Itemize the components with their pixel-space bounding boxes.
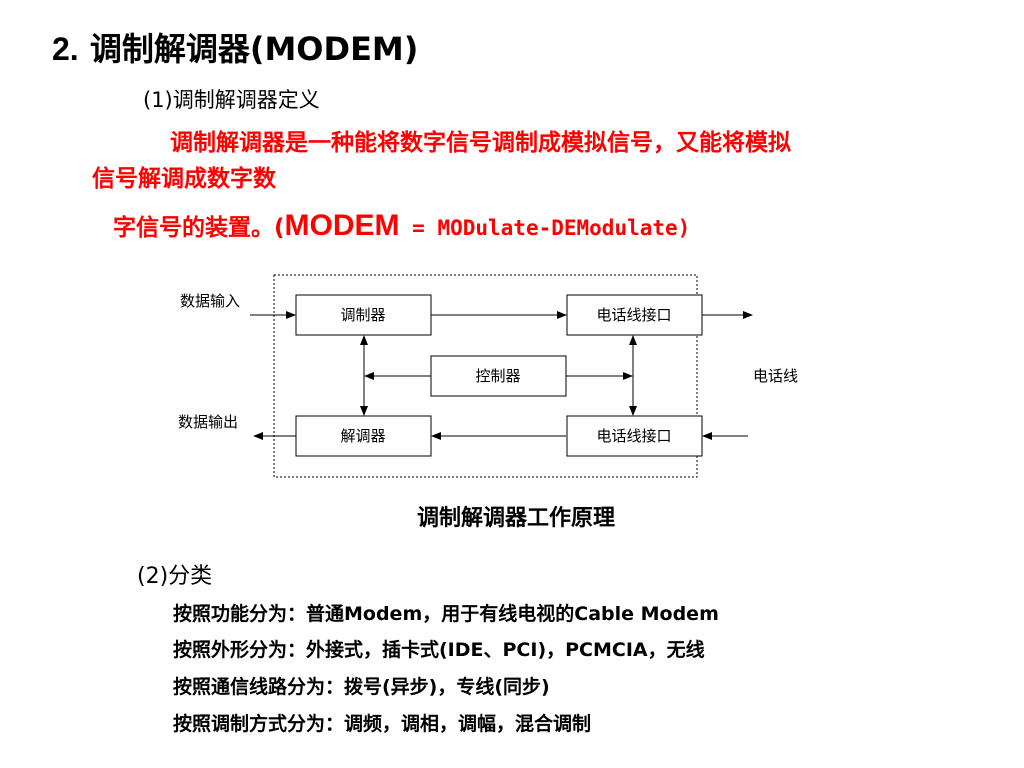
- section-heading-classification: (2)分类: [137, 564, 213, 589]
- phone-line-label: 电话线: [753, 367, 798, 385]
- definition-line-3: 字信号的装置。(MODEM = MODulate-DEModulate): [113, 208, 690, 243]
- section-heading-definition: (1)调制解调器定义: [143, 88, 320, 112]
- classification-item-function: 按照功能分为：普通Modem，用于有线电视的Cable Modem: [173, 603, 719, 625]
- modem-acronym: MODEM: [284, 209, 400, 242]
- modem-diagram: 调制器 电话线接口 控制器 解调器 电话线接口 数据输入 数据输出 电话线: [178, 274, 798, 478]
- classification-item-form: 按照外形分为：外接式，插卡式(IDE、PCI)，PCMCIA，无线: [173, 639, 705, 661]
- classification-item-modulation: 按照调制方式分为：调频，调相，调幅，混合调制: [173, 713, 592, 735]
- definition-line-2: 信号解调成数字数: [92, 166, 276, 192]
- diagram-caption: 调制解调器工作原理: [417, 506, 616, 531]
- modulator-label: 调制器: [340, 306, 385, 324]
- title-text: 调制解调器(MODEM): [89, 30, 419, 68]
- demodulator-label: 解调器: [340, 427, 385, 445]
- data-output-label: 数据输出: [178, 413, 238, 431]
- title-number: 2.: [52, 31, 79, 67]
- phone-interface-top-box: [566, 294, 703, 336]
- controller-label: 控制器: [475, 367, 520, 385]
- definition-line-3-prefix: 字信号的装置。(: [113, 215, 285, 241]
- slide-title: 2. 调制解调器(MODEM): [52, 24, 418, 70]
- modem-expansion: = MODulate-DEModulate): [399, 216, 691, 240]
- phone-interface-top-label: 电话线接口: [596, 306, 671, 324]
- data-input-label: 数据输入: [180, 292, 240, 310]
- modem-boundary: [273, 274, 698, 478]
- phone-interface-bottom-label: 电话线接口: [596, 427, 671, 445]
- controller-box: [430, 355, 567, 397]
- definition-line-1: 调制解调器是一种能将数字信号调制成模拟信号，又能将模拟: [170, 130, 791, 156]
- classification-item-line: 按照通信线路分为：拨号(异步)，专线(同步): [173, 676, 550, 698]
